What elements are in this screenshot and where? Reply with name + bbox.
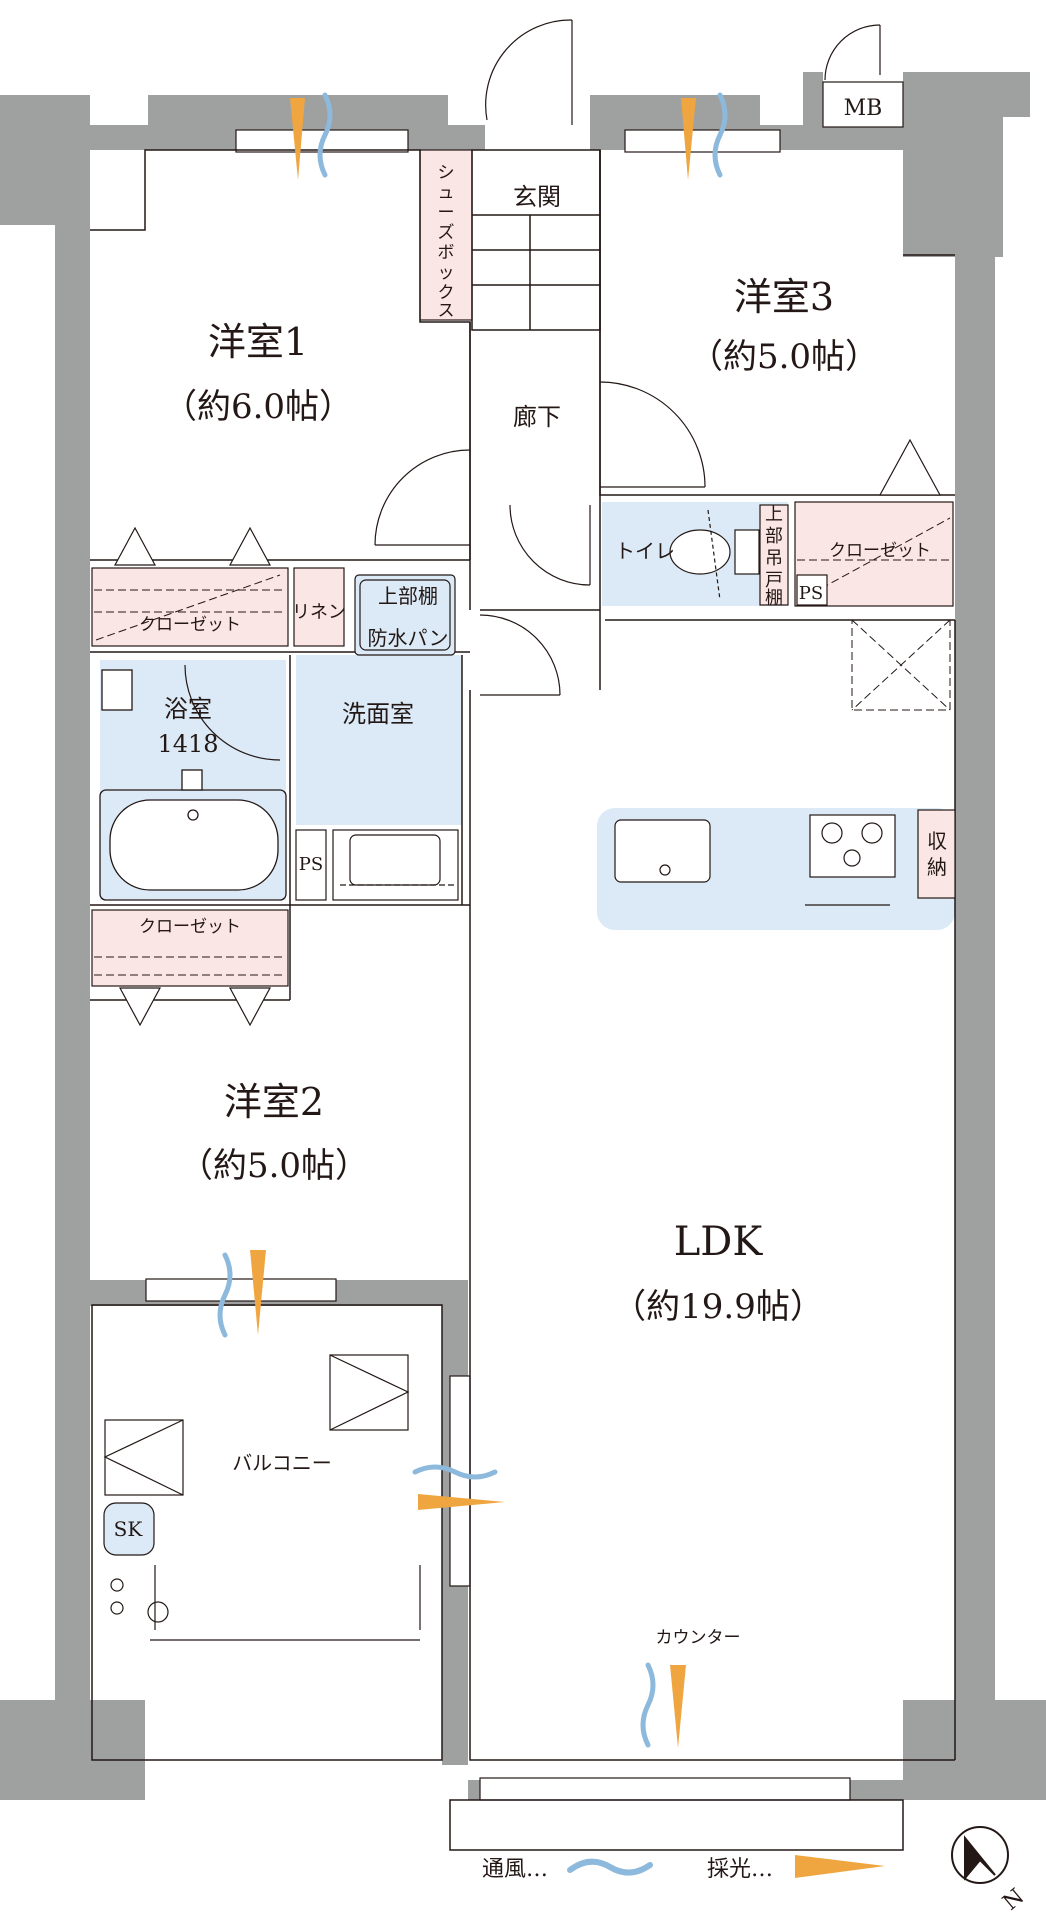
upper-shelf-label: 上部棚 xyxy=(378,584,438,608)
balcony-fixtures xyxy=(103,1354,421,1641)
north-compass-icon xyxy=(951,1826,1009,1884)
toilet-shelf-2: 部 xyxy=(765,526,783,547)
storage-label-2: 納 xyxy=(927,855,947,879)
shoebox-char-4: ズ xyxy=(438,223,455,243)
legend-daylight-label: 採光… xyxy=(707,1857,773,1882)
toilet-shelf-4: 戸 xyxy=(765,570,783,591)
toilet-fixture xyxy=(669,504,828,606)
shoebox-char-6: ッ xyxy=(438,263,455,283)
window-western2 xyxy=(145,1278,337,1302)
entrance-label: 玄関 xyxy=(513,183,561,211)
shoebox-char-2: ュ xyxy=(438,183,455,203)
shoebox-char-8: ス xyxy=(438,301,455,321)
storage-label-1: 収 xyxy=(927,829,947,853)
kitchen-fixtures xyxy=(614,809,956,906)
closet-label-western1: クローゼット xyxy=(139,615,241,635)
daylight-arrows xyxy=(250,98,696,1748)
bathtub xyxy=(99,669,287,901)
legend-wind-icon xyxy=(567,1858,653,1876)
closet-label-western2: クローゼット xyxy=(139,917,241,937)
bath-label: 浴室 xyxy=(164,695,212,723)
counter-label: カウンター xyxy=(656,1628,741,1648)
waterproof-pan-area xyxy=(354,574,456,656)
hallway-label: 廊下 xyxy=(513,403,561,431)
toilet-label: トイレ xyxy=(615,539,675,563)
ventilation-arrows xyxy=(217,92,728,1748)
western3-size: （約5.0帖） xyxy=(689,337,879,377)
window-western3 xyxy=(624,129,781,153)
shoebox-char-5: ボ xyxy=(438,243,455,263)
western2-size: （約5.0帖） xyxy=(179,1146,369,1186)
waterproof-pan-label: 防水パン xyxy=(368,626,449,650)
linen-label: リネン xyxy=(292,602,346,623)
ps-label-toilet: PS xyxy=(799,583,823,604)
ps-label-wash: PS xyxy=(299,854,323,875)
daylight-arrow xyxy=(290,98,305,180)
shoebox xyxy=(419,149,473,321)
legend-ventilation-label: 通風… xyxy=(482,1857,548,1882)
shoebox-char-3: ー xyxy=(438,203,455,223)
room-labels: 洋室1 （約6.0帖） 洋室3 （約5.0帖） 洋室2 （約5.0帖） LDK … xyxy=(114,96,1030,1916)
toilet-shelf-3: 吊 xyxy=(765,548,783,569)
daylight-arrow xyxy=(418,1494,505,1510)
washroom-floor xyxy=(296,655,462,825)
western2-name: 洋室2 xyxy=(224,1080,324,1124)
toilet-shelf-5: 棚 xyxy=(765,588,783,609)
toilet-shelf-1: 上 xyxy=(765,504,783,525)
shoebox-char-7: ク xyxy=(438,283,455,303)
daylight-arrow xyxy=(250,1250,266,1335)
linen-closet xyxy=(293,567,345,647)
vanity xyxy=(332,829,459,901)
window-ldk-side xyxy=(449,1375,471,1587)
bath-code: 1418 xyxy=(157,730,218,758)
daylight-arrow xyxy=(681,98,696,180)
legend-light-icon xyxy=(795,1855,885,1878)
western1-size: （約6.0帖） xyxy=(163,387,353,427)
daylight-arrow xyxy=(670,1665,686,1748)
legend xyxy=(567,1855,885,1878)
ps-wash xyxy=(295,829,327,901)
ldk-size: （約19.9帖） xyxy=(612,1287,824,1327)
closet-western2 xyxy=(91,909,289,987)
window-ldk xyxy=(479,1777,851,1801)
ldk-name: LDK xyxy=(674,1219,764,1265)
western3-name: 洋室3 xyxy=(734,275,834,319)
compass-letter: N xyxy=(998,1884,1029,1916)
closet-label-western3: クローゼット xyxy=(829,541,931,561)
mb-box xyxy=(822,81,904,128)
washroom-label: 洗面室 xyxy=(342,700,414,728)
sk-sink xyxy=(103,1502,155,1556)
shoebox-char-1: シ xyxy=(438,163,455,183)
balcony-label: バルコニー xyxy=(232,1451,332,1475)
sk-label: SK xyxy=(114,1517,144,1541)
mb-label: MB xyxy=(844,96,883,121)
western1-name: 洋室1 xyxy=(208,320,308,364)
